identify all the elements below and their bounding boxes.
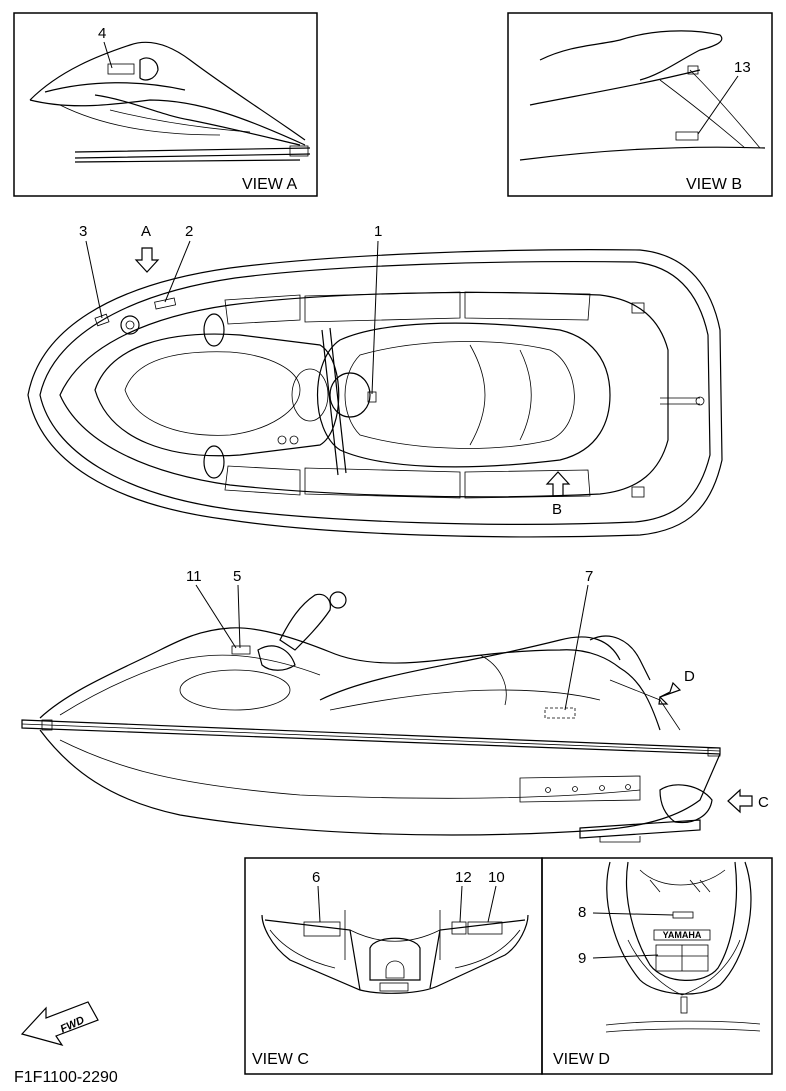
callout-3-leader — [85, 240, 103, 319]
view-c-label: VIEW C — [252, 1051, 309, 1068]
label-6-mark — [303, 921, 341, 937]
view-a-frame — [13, 12, 318, 197]
part-code: F1F1100-2290 — [14, 1069, 118, 1086]
view-d-drawing: YAMAHA — [605, 861, 761, 1033]
callout-7: 7 — [585, 568, 593, 585]
arrow-a-icon — [134, 247, 160, 273]
callout-13-leader — [697, 75, 739, 135]
callout-1: 1 — [374, 223, 382, 240]
callout-8-leader — [592, 912, 674, 916]
callout-2-leader — [164, 240, 191, 303]
view-b-label: VIEW B — [686, 176, 742, 193]
callout-11: 11 — [186, 568, 202, 585]
callout-2: 2 — [185, 223, 193, 240]
callout-10-leader — [487, 885, 497, 923]
view-a-panel: 4 VIEW A — [13, 12, 318, 197]
label-10-mark — [467, 921, 503, 935]
view-b-frame — [507, 12, 773, 197]
view-c-frame — [244, 857, 543, 1075]
view-c-panel: 6 12 10 VIEW C — [244, 857, 543, 1075]
label-7-mark — [544, 707, 576, 719]
top-view-drawing — [27, 249, 723, 538]
label-12-mark — [451, 921, 467, 935]
callout-9: 9 — [578, 950, 586, 967]
view-c-drawing — [261, 910, 529, 994]
yamaha-brand-text: YAMAHA — [663, 930, 702, 940]
label-8-mark — [672, 911, 694, 919]
view-a-label: VIEW A — [242, 176, 297, 193]
side-view-drawing — [21, 591, 721, 843]
callout-11-leader — [195, 584, 237, 649]
arrow-c-label: C — [758, 794, 769, 811]
view-d-frame — [541, 857, 773, 1075]
arrow-a-label: A — [141, 223, 151, 240]
view-b-drawing — [519, 30, 766, 161]
callout-4-leader — [103, 41, 113, 69]
arrow-b-icon — [545, 471, 571, 497]
callout-1-leader — [371, 240, 379, 395]
callout-3: 3 — [79, 223, 87, 240]
callout-6-leader — [317, 885, 321, 923]
callout-12-leader — [459, 885, 463, 923]
label-2-mark — [154, 297, 177, 310]
arrow-d-icon — [658, 681, 682, 705]
callout-12: 12 — [455, 869, 472, 886]
view-b-panel: 13 VIEW B — [507, 12, 773, 197]
callout-8: 8 — [578, 904, 586, 921]
view-d-panel: YAMAHA 8 9 VIEW D — [541, 857, 773, 1075]
callout-4: 4 — [98, 25, 106, 42]
label-3-mark — [94, 313, 110, 327]
arrow-c-icon — [727, 788, 753, 814]
fwd-arrow-icon: FWD — [20, 1001, 99, 1047]
yamaha-badge — [653, 929, 711, 941]
view-a-drawing — [29, 41, 311, 163]
view-d-label: VIEW D — [553, 1051, 610, 1068]
callout-7-leader — [564, 584, 589, 711]
label-11-mark — [231, 645, 251, 655]
callout-5: 5 — [233, 568, 241, 585]
callout-5-leader — [237, 584, 241, 649]
callout-13: 13 — [734, 59, 751, 76]
callout-9-leader — [592, 954, 659, 959]
fwd-label: FWD — [59, 1014, 87, 1035]
arrow-d-label: D — [684, 668, 695, 685]
callout-6: 6 — [312, 869, 320, 886]
callout-10: 10 — [488, 869, 505, 886]
arrow-b-label: B — [552, 501, 562, 518]
